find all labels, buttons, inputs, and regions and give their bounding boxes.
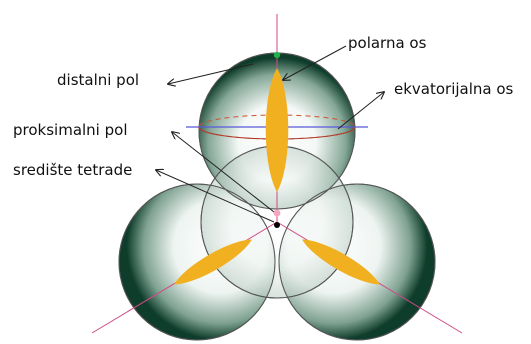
label-distal-pole: distalni pol — [57, 71, 139, 89]
petal-left — [174, 239, 252, 285]
label-proximal-pole: proksimalni pol — [13, 121, 128, 139]
petal-top — [265, 68, 289, 192]
arrow-polar-axis — [283, 45, 347, 80]
label-tetrad-center: središte tetrade — [13, 161, 132, 179]
distal-pole-dot — [273, 51, 281, 59]
tetrad-center-dot — [274, 222, 280, 228]
arrow-distal-pole — [168, 63, 254, 84]
arrow-equatorial-axis — [337, 92, 384, 130]
label-polar-axis: polarna os — [348, 34, 427, 52]
arrow-tetrad-center — [156, 170, 275, 223]
label-equatorial-axis: ekvatorijalna os — [394, 80, 514, 98]
petal-right — [302, 239, 380, 285]
proximal-pole-dot — [273, 209, 281, 217]
arrow-proximal-pole — [172, 132, 275, 213]
